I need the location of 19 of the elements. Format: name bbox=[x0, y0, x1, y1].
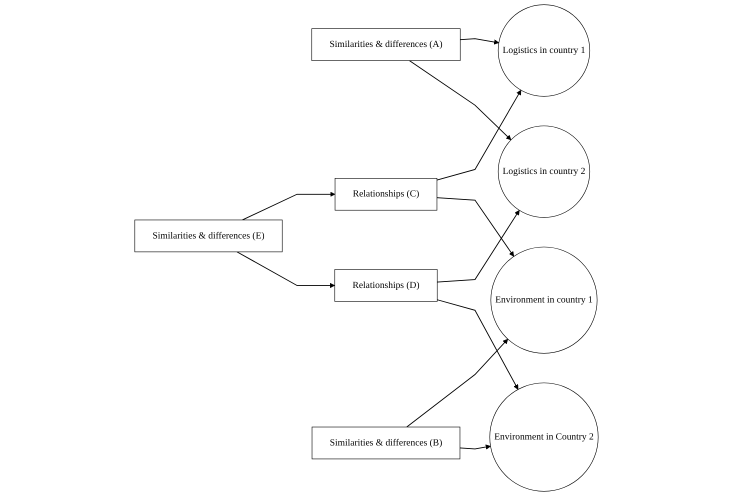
node-circle: Environment in country 1 bbox=[490, 246, 598, 354]
node-circle: Logistics in country 2 bbox=[498, 126, 590, 218]
node-box: Similarities & differences (A) bbox=[311, 28, 461, 61]
node-circle: Logistics in country 1 bbox=[498, 4, 590, 97]
arrow bbox=[436, 210, 520, 282]
arrow bbox=[242, 192, 336, 220]
arrow bbox=[436, 90, 522, 180]
arrow bbox=[436, 299, 518, 390]
arrow bbox=[460, 38, 500, 45]
node-box: Similarities & differences (B) bbox=[312, 426, 460, 460]
node-box: Similarities & differences (E) bbox=[134, 220, 283, 252]
arrow bbox=[409, 60, 512, 140]
arrow bbox=[436, 197, 514, 257]
node-box: Relationships (D) bbox=[334, 269, 438, 302]
node-box: Relationships (C) bbox=[334, 178, 438, 210]
node-circle: Environment in Country 2 bbox=[489, 382, 598, 492]
arrow bbox=[406, 338, 508, 428]
arrow bbox=[460, 444, 491, 450]
arrow bbox=[236, 251, 336, 288]
